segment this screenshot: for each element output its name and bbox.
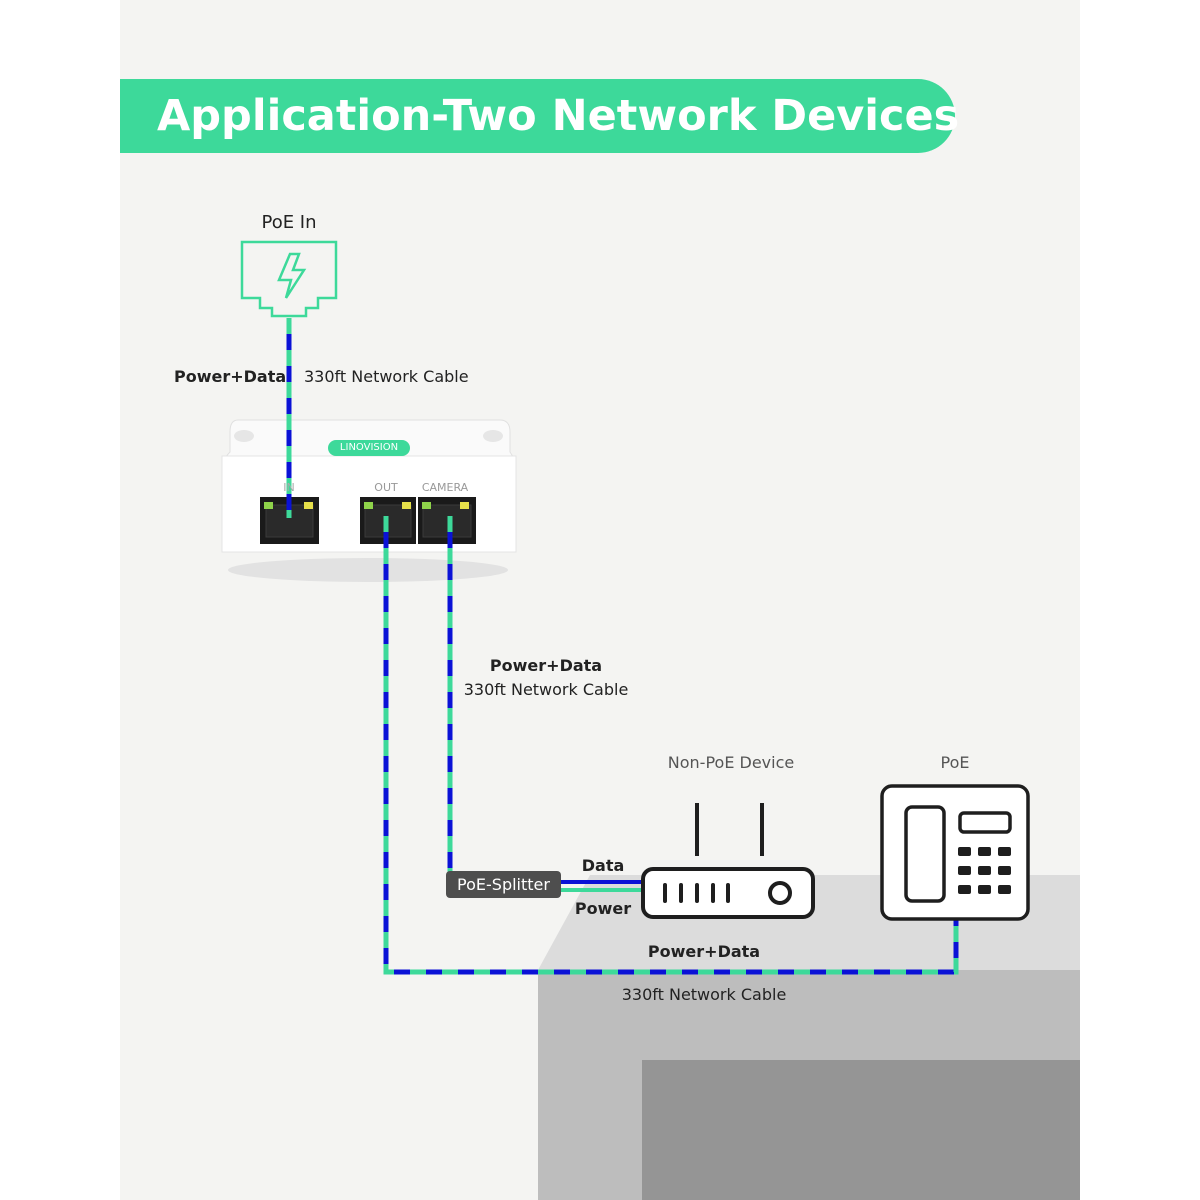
brand-logo: LINOVISION — [339, 442, 399, 453]
port-label-out: OUT — [374, 481, 398, 494]
poe-device-label: PoE — [940, 753, 970, 772]
port-label-camera: CAMERA — [421, 481, 469, 494]
router-icon — [641, 803, 815, 919]
out-cable-label: 330ft Network Cable — [621, 985, 787, 1004]
port-label-in: IN — [283, 481, 295, 494]
splitter-power-label: Power — [574, 899, 632, 918]
splitter-data-label: Data — [581, 856, 625, 875]
poe-in-icon — [240, 240, 338, 318]
poe-in-label: PoE In — [261, 212, 317, 233]
splitter-wires — [561, 880, 643, 892]
camera-cable — [447, 516, 453, 883]
poe-extender-device — [221, 419, 517, 582]
out-cable — [383, 516, 959, 975]
out-signal-label: Power+Data — [647, 942, 761, 961]
ip-phone-icon — [880, 784, 1030, 921]
shelf — [538, 875, 1080, 1200]
camera-signal-label: Power+Data — [489, 656, 603, 675]
input-cable-label: 330ft Network Cable — [304, 367, 469, 386]
input-signal-label: Power+Data — [174, 367, 287, 386]
poe-splitter: PoE-Splitter — [446, 871, 561, 898]
camera-cable-label: 330ft Network Cable — [463, 680, 629, 699]
title-banner: Application-Two Network Devices — [120, 79, 959, 153]
page-title: Application-Two Network Devices — [157, 91, 960, 141]
non-poe-device-label: Non-PoE Device — [667, 753, 795, 772]
